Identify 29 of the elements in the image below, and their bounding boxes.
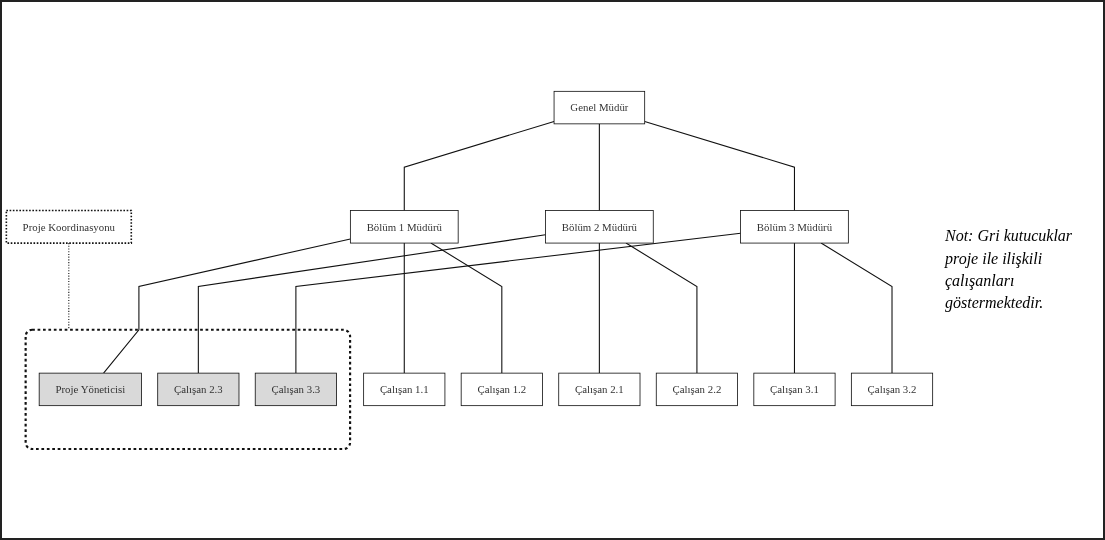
note-text: Not: Gri kutucuklar proje ile ilişkili çalışanları göstermektedir. bbox=[945, 226, 1074, 314]
connector bbox=[644, 120, 795, 211]
connector bbox=[793, 242, 795, 374]
node-box: Çalışan 3.3 bbox=[254, 372, 337, 406]
connector bbox=[403, 242, 405, 374]
connector bbox=[430, 242, 503, 374]
connector bbox=[820, 242, 893, 374]
connector bbox=[598, 123, 600, 211]
connector bbox=[598, 242, 600, 374]
cluster bbox=[24, 328, 352, 450]
node-box: Çalışan 2.3 bbox=[157, 372, 240, 406]
node-box: Proje Koordinasyonu bbox=[5, 209, 133, 244]
node-box: Genel Müdür bbox=[553, 90, 646, 125]
node-box: Çalışan 3.1 bbox=[753, 372, 836, 406]
node-box: Bölüm 3 Müdürü bbox=[740, 210, 849, 244]
node-box: Bölüm 1 Müdürü bbox=[349, 210, 459, 244]
connector bbox=[103, 238, 351, 374]
connector bbox=[403, 120, 555, 211]
node-box: Çalışan 3.2 bbox=[850, 372, 934, 406]
node-box: Çalışan 1.2 bbox=[460, 372, 543, 406]
connector bbox=[295, 232, 742, 374]
node-box: Proje Yöneticisi bbox=[38, 372, 142, 406]
node-box: Çalışan 2.2 bbox=[655, 372, 738, 406]
node-box: Çalışan 2.1 bbox=[558, 372, 641, 406]
connector bbox=[197, 234, 546, 374]
node-box: Bölüm 2 Müdürü bbox=[545, 210, 654, 244]
connector bbox=[625, 242, 698, 374]
connector bbox=[68, 242, 70, 331]
node-box: Çalışan 1.1 bbox=[363, 372, 446, 406]
